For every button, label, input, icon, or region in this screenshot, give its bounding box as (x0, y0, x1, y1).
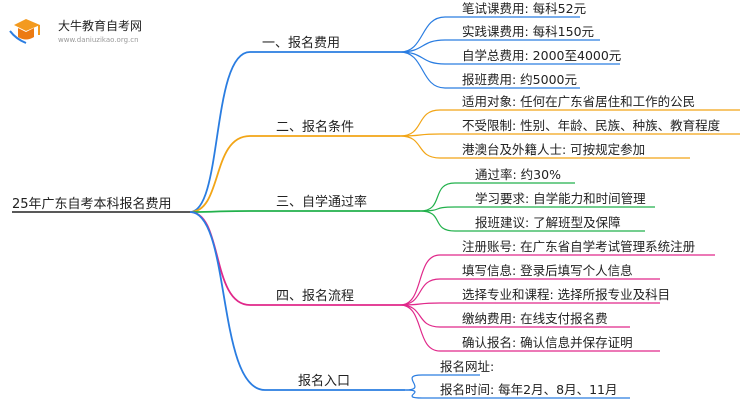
branch-to-leaf-link (399, 254, 441, 306)
leaf-topic: 不受限制: 性别、年龄、民族、种族、教育程度 (462, 118, 721, 133)
leaf-topic: 笔试课费用: 每科52元 (462, 1, 586, 16)
root-to-branch-link (189, 51, 251, 213)
leaf-topic: 缴纳费用: 在线支付报名费 (462, 311, 608, 326)
root-to-branch-link (189, 211, 251, 306)
branch-topic: 报名入口 (298, 373, 350, 389)
branch-topic: 三、自学通过率 (276, 194, 367, 210)
leaf-topic: 自学总费用: 2000至4000元 (462, 48, 621, 63)
leaf-topic: 确认报名: 确认信息并保存证明 (462, 335, 633, 350)
root-topic: 25年广东自考本科报名费用 (12, 196, 172, 212)
branch-to-leaf-link (399, 51, 446, 65)
logo-url: www.daniuzikao.org.cn (58, 36, 139, 44)
branch-to-leaf-link (399, 304, 441, 328)
leaf-topic: 报名时间: 每年2月、8月、11月 (440, 382, 618, 397)
leaf-topic: 选择专业和课程: 选择所报专业及科目 (462, 287, 670, 302)
branch-to-leaf-link (399, 39, 446, 53)
branch-to-leaf-link (399, 51, 446, 89)
root-to-branch-link (189, 135, 251, 213)
leaf-topic: 实践课费用: 每科150元 (462, 24, 594, 39)
leaf-topic: 港澳台及外籍人士: 可按规定参加 (462, 142, 645, 157)
branch-to-leaf-link (404, 389, 423, 399)
branch-topic: 四、报名流程 (276, 288, 354, 304)
logo-mark-icon (9, 19, 40, 44)
logo-title: 大牛教育自考网 (58, 19, 143, 33)
branch-to-leaf-link (399, 135, 441, 159)
leaf-topic: 适用对象: 任何在广东省居住和工作的公民 (462, 94, 695, 109)
leaf-topic: 报班建议: 了解班型及保障 (475, 215, 621, 230)
branch-topic: 二、报名条件 (276, 119, 354, 135)
leaf-topic: 通过率: 约30% (475, 167, 561, 182)
leaf-topic: 学习要求: 自学能力和时间管理 (475, 191, 646, 206)
root-to-branch-link (189, 211, 266, 391)
branch-to-leaf-link (399, 304, 441, 352)
branch-to-leaf-link (404, 374, 423, 391)
branch-to-leaf-link (399, 109, 441, 137)
root-to-branch-link (189, 210, 251, 213)
leaf-topic: 填写信息: 登录后填写个人信息 (462, 263, 633, 278)
leaf-topic: 注册账号: 在广东省自学考试管理系统注册 (462, 239, 695, 254)
site-logo: 大牛教育自考网 www.daniuzikao.org.cn (6, 15, 143, 47)
branch-to-leaf-link (419, 206, 456, 212)
branch-to-leaf-link (419, 182, 456, 212)
leaf-topic: 报名网址: (440, 359, 494, 374)
mind-map-links (12, 16, 740, 399)
branch-to-leaf-link (399, 278, 441, 306)
branch-topic: 一、报名费用 (262, 35, 340, 51)
leaf-topic: 报班费用: 约5000元 (462, 72, 577, 87)
branch-to-leaf-link (399, 16, 446, 53)
branch-to-leaf-link (419, 210, 456, 232)
